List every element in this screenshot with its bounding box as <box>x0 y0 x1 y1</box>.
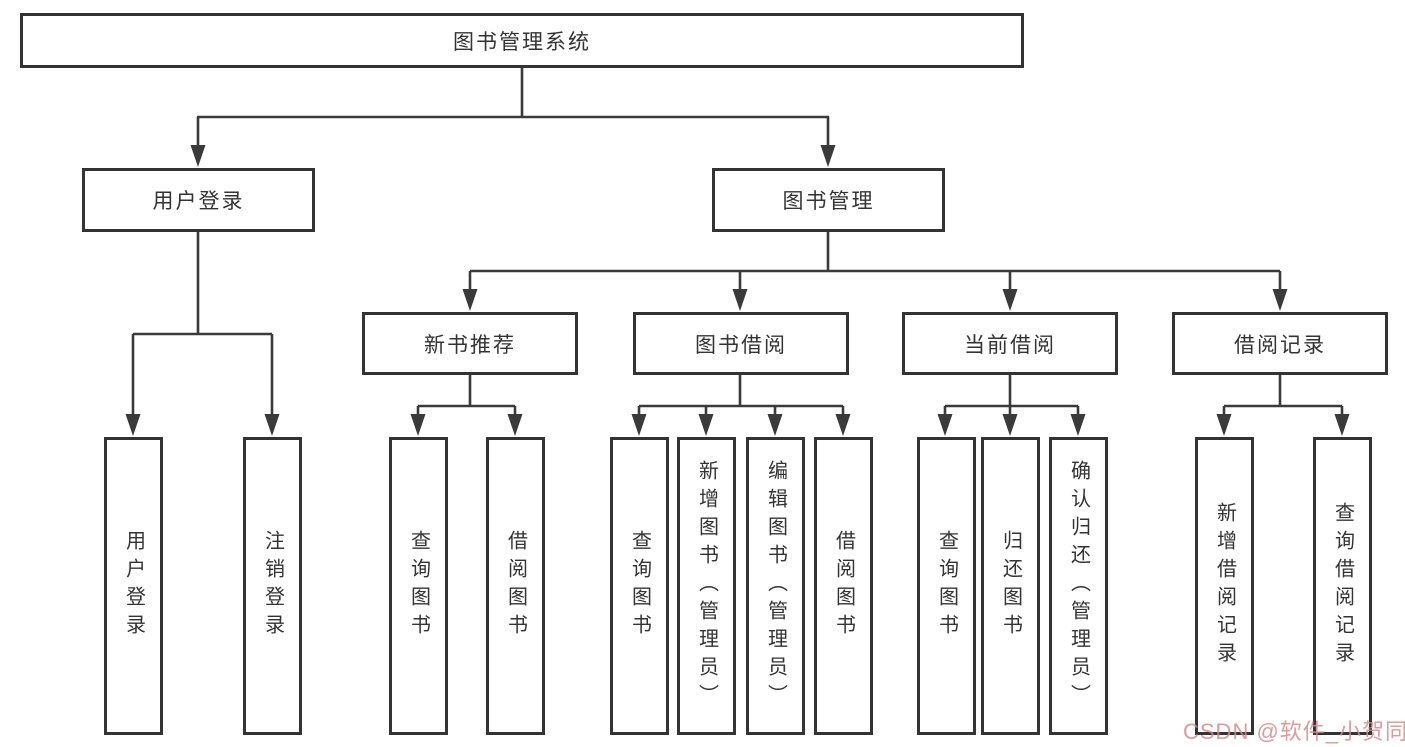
leaf-logout: 注销登录 <box>243 437 302 735</box>
leaf-confirm-return-admin-label: 确认归还（管理员） <box>1067 460 1090 712</box>
leaf-add-borrow-record: 新增借阅记录 <box>1195 437 1254 735</box>
leaf-add-books-admin-label: 新增图书（管理员） <box>695 460 718 712</box>
leaf-query-books-recommend: 查询图书 <box>389 437 448 735</box>
leaf-query-borrow-record-label: 查询借阅记录 <box>1331 502 1354 670</box>
node-new-book-recommend: 新书推荐 <box>362 312 578 375</box>
node-user-login-label: 用户登录 <box>152 190 245 213</box>
node-book-borrowing: 图书借阅 <box>633 312 849 375</box>
leaf-return-books-label: 归还图书 <box>999 530 1022 642</box>
node-book-management-label: 图书管理 <box>782 190 875 213</box>
leaf-return-books: 归还图书 <box>981 437 1040 735</box>
leaf-query-books-borrowing: 查询图书 <box>610 437 669 735</box>
node-new-book-recommend-label: 新书推荐 <box>424 333 516 357</box>
leaf-borrow-books: 借阅图书 <box>814 437 873 735</box>
watermark-text: CSDN @软件_小贺同学 <box>1183 719 1405 744</box>
leaf-query-borrow-record: 查询借阅记录 <box>1313 437 1372 735</box>
leaf-confirm-return-admin: 确认归还（管理员） <box>1049 437 1108 735</box>
node-user-login: 用户登录 <box>82 168 315 232</box>
leaf-borrow-books-label: 借阅图书 <box>832 530 855 642</box>
leaf-query-books-current-label: 查询图书 <box>935 530 958 642</box>
node-borrowing-records: 借阅记录 <box>1172 312 1388 375</box>
leaf-borrow-books-recommend-label: 借阅图书 <box>504 530 527 642</box>
node-library-system-label: 图书管理系统 <box>453 30 591 54</box>
leaf-user-login: 用户登录 <box>104 437 163 735</box>
node-current-borrowing-label: 当前借阅 <box>964 333 1056 357</box>
leaf-edit-books-admin-label: 编辑图书（管理员） <box>764 460 787 712</box>
leaf-logout-label: 注销登录 <box>261 530 284 642</box>
leaf-user-login-label: 用户登录 <box>122 530 145 642</box>
leaf-query-books-borrowing-label: 查询图书 <box>628 530 651 642</box>
leaf-query-books-recommend-label: 查询图书 <box>407 530 430 642</box>
leaf-add-books-admin: 新增图书（管理员） <box>677 437 736 735</box>
node-book-borrowing-label: 图书借阅 <box>695 333 787 357</box>
arrowheads <box>125 117 1350 436</box>
node-book-management: 图书管理 <box>712 168 945 232</box>
leaf-borrow-books-recommend: 借阅图书 <box>486 437 545 735</box>
node-current-borrowing: 当前借阅 <box>902 312 1118 375</box>
node-borrowing-records-label: 借阅记录 <box>1234 333 1326 357</box>
node-library-system: 图书管理系统 <box>20 13 1024 68</box>
leaf-edit-books-admin: 编辑图书（管理员） <box>746 437 805 735</box>
leaf-add-borrow-record-label: 新增借阅记录 <box>1213 502 1236 670</box>
leaf-query-books-current: 查询图书 <box>917 437 976 735</box>
